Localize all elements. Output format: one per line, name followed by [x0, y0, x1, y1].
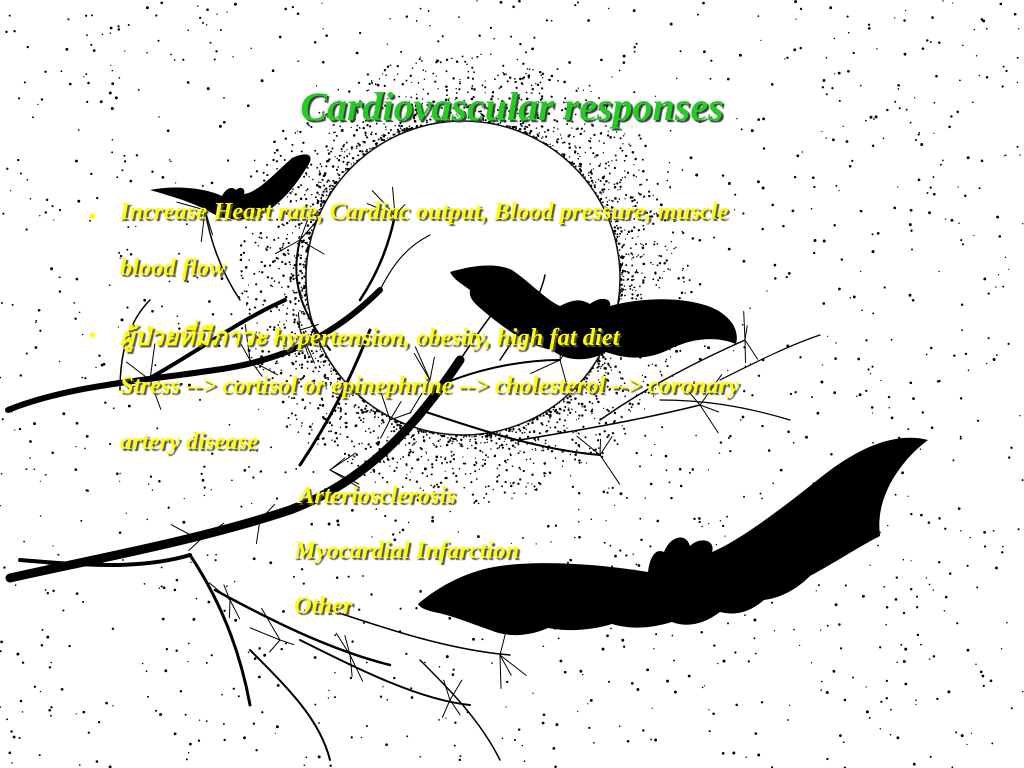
bullet-1-line-2: blood flow	[120, 254, 226, 281]
bare-tree-branches	[5, 209, 821, 761]
sub-item-myocardial-infarction: Myocardial Infarction	[294, 537, 520, 564]
bullet-1-line-1: Increase Heart rate, Cardiac output, Blo…	[120, 198, 729, 225]
bat	[418, 437, 928, 636]
slide-title: Cardiovascular responses	[300, 84, 724, 129]
bullet-marker: •	[89, 325, 97, 347]
sub-item-arteriosclerosis: Arteriosclerosis	[298, 482, 456, 509]
twigs	[125, 186, 759, 718]
bullet-2-line-3: artery disease	[120, 428, 259, 455]
bullet-2-line-1: ผู้ป่วยที่มีภาวะ hypertension, obesity, …	[120, 324, 620, 351]
bat	[150, 154, 311, 220]
bullet-2-line-2: Stress --> cortisol or epinephrine --> c…	[120, 372, 739, 399]
bullet-marker: •	[89, 206, 97, 228]
moon-halo	[238, 53, 691, 505]
bat	[450, 265, 737, 360]
sub-item-other: Other	[294, 592, 353, 619]
